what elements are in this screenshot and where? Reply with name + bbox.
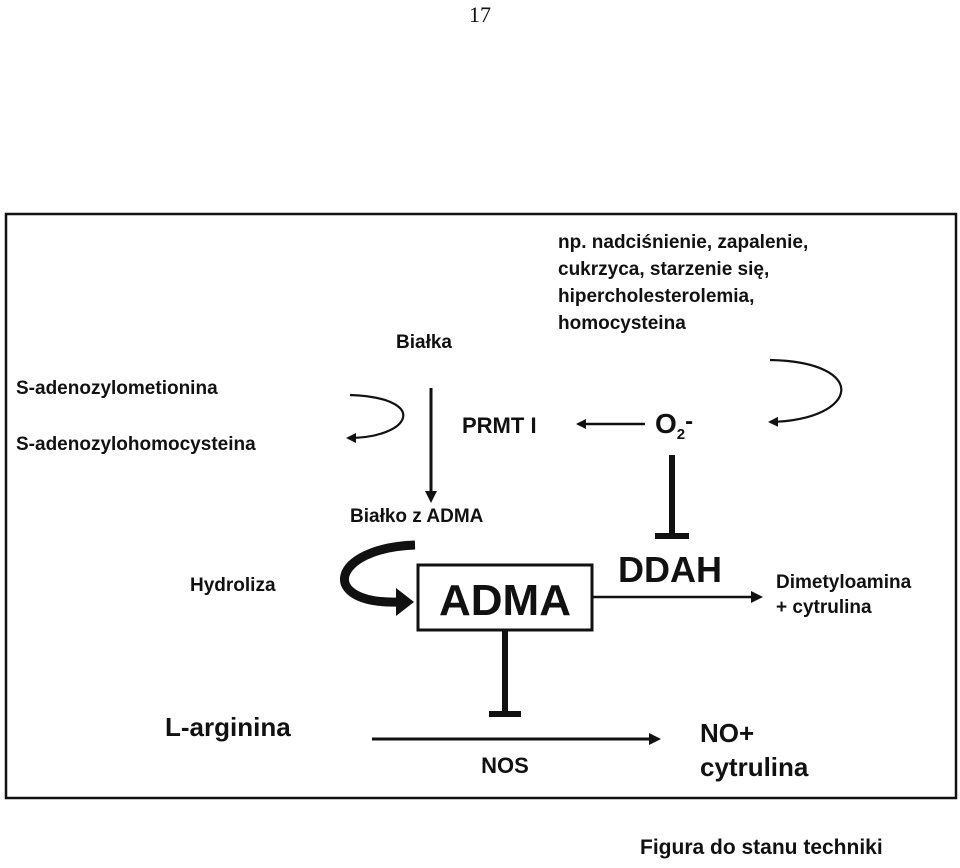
dimetyloamina-line-2: + cytrulina <box>776 597 872 618</box>
hydroliza-arrowhead <box>396 588 414 616</box>
ddah-label: DDAH <box>618 549 722 590</box>
no-line-1: NO+ <box>700 718 754 748</box>
factors-line-3: hipercholesterolemia, <box>558 286 754 307</box>
diagram-frame <box>4 212 958 800</box>
no-line-2: cytrulina <box>700 752 809 782</box>
hydroliza-curved-arrow <box>340 540 416 607</box>
page-number: 17 <box>469 2 491 27</box>
l-arginina-label: L-arginina <box>165 712 291 742</box>
hydroliza-label: Hydroliza <box>190 575 276 596</box>
dimetyloamina-line-1: Dimetyloamina <box>776 572 912 593</box>
sam-sah-curved-arrow <box>346 393 405 443</box>
sam-label: S-adenozylometionina <box>16 378 218 399</box>
factors-to-superoxide-arrow <box>768 358 843 427</box>
prmt-label: PRMT I <box>462 413 537 438</box>
factors-line-2: cukrzyca, starzenie się, <box>558 259 769 280</box>
adma-label: ADMA <box>439 576 571 625</box>
bialko-adma-label: Białko z ADMA <box>350 506 484 527</box>
nos-label: NOS <box>481 753 529 778</box>
sah-label: S-adenozylohomocysteina <box>16 434 256 455</box>
superoxide-label: O2- <box>655 408 693 443</box>
superoxide-symbol: O <box>655 408 677 439</box>
figure-caption: Figura do stanu techniki <box>640 836 883 859</box>
superoxide-subscript: 2 <box>677 426 685 443</box>
factors-line-1: np. nadciśnienie, zapalenie, <box>558 232 808 253</box>
bialka-label: Białka <box>396 332 452 353</box>
superoxide-charge: - <box>685 408 693 435</box>
factors-line-4: homocysteina <box>558 313 686 334</box>
